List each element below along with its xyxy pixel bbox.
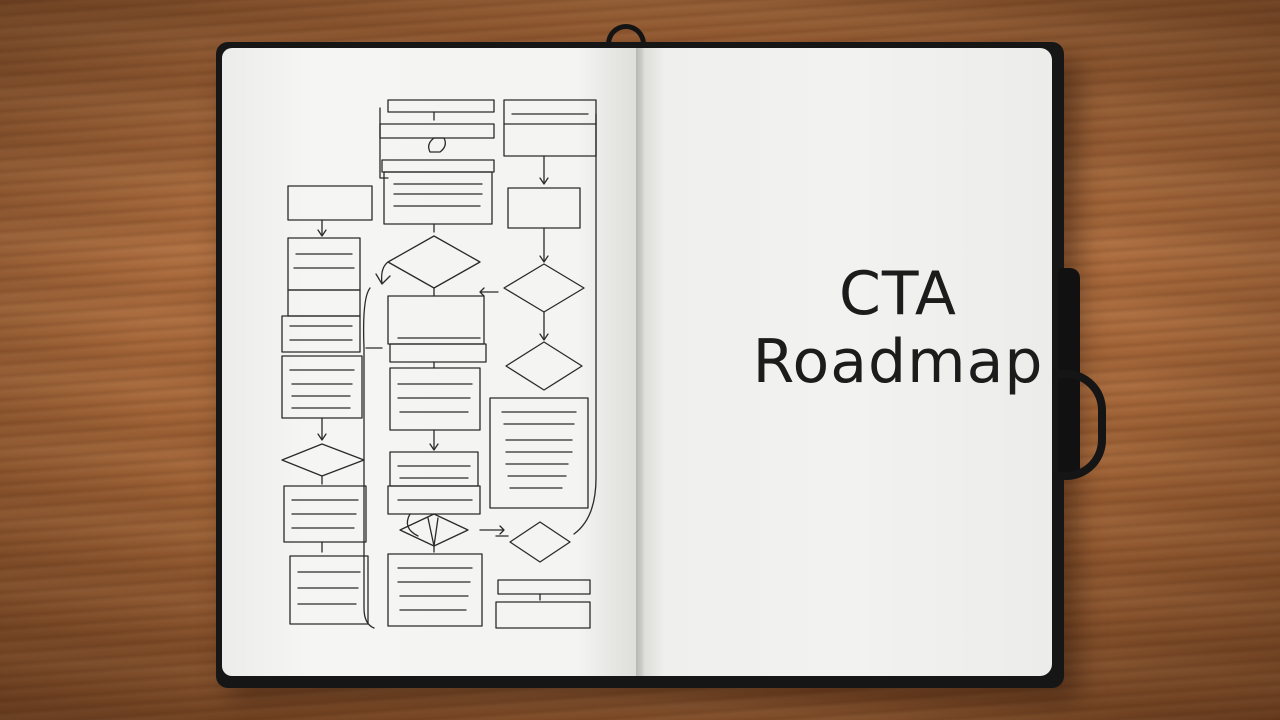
title-line-cta: CTA: [839, 259, 957, 329]
hand-drawn-flowchart: [281, 99, 597, 629]
title-line-roadmap: Roadmap: [752, 327, 1044, 397]
notebook-title: CTA Roadmap: [640, 260, 1052, 396]
bookmark-ribbon-loop: [606, 24, 646, 58]
flowchart-drawing: [281, 99, 597, 629]
elastic-pen-loop: [1046, 370, 1106, 480]
notebook-spine: [636, 48, 644, 676]
right-page: [640, 48, 1052, 676]
